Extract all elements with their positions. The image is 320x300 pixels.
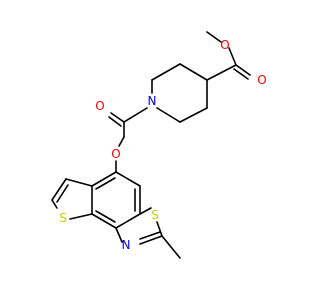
bond-amide-c-o-double-a <box>110 112 125 123</box>
bond-thz-n-c4 <box>115 227 123 243</box>
bond-thz-c3-s <box>139 207 152 215</box>
bond-benz-c3-c4 <box>115 213 141 229</box>
atom-s-thiophene: S <box>59 211 67 225</box>
atom-o-ether: O <box>111 147 120 161</box>
atom-o-amide-carbonyl: O <box>95 99 104 113</box>
bond-thio-cb-ca-inner <box>56 184 69 203</box>
bond-benz-c1-c2 <box>115 171 141 187</box>
bond-thio-s-c5 <box>69 213 93 220</box>
bond-thio-ca-s <box>51 199 58 209</box>
bond-benz-c4-c5 <box>91 213 117 229</box>
bond-n-amide-c <box>123 107 148 123</box>
bond-o-carbonyl-c <box>228 47 237 66</box>
bond-pip-c4-c3 <box>179 63 208 81</box>
bond-pip-c6-c5 <box>179 107 208 123</box>
molecule-structure-diagram: O O N O O S S N <box>51 31 267 259</box>
bond-benz-c4-c5-inner <box>95 210 116 223</box>
bond-thio-c6-cb <box>65 178 93 187</box>
bond-thz-c2-n-a <box>139 235 163 245</box>
bond-amide-c-o-double-b <box>108 116 122 127</box>
bond-benz-c6-c1-inner <box>95 177 116 190</box>
bond-ester-c-o-double-a <box>235 64 251 76</box>
atom-s-thiazole: S <box>151 208 159 222</box>
bond-pip-c3-c2 <box>151 63 181 81</box>
bond-layer <box>51 31 251 259</box>
atom-o-ester-carbonyl: O <box>257 73 266 87</box>
bond-thz-c2-n-b <box>139 231 161 240</box>
atom-o-methoxy: O <box>220 38 229 52</box>
bond-ester-c-o-double-b <box>233 68 249 80</box>
bond-thz-s-c2 <box>156 221 163 237</box>
atom-label-layer: O O N O O S S N <box>59 38 267 252</box>
bond-benz-c6-c1 <box>91 171 117 187</box>
bond-methyl-o <box>206 31 222 43</box>
atom-n-thiazole: N <box>122 238 131 252</box>
bond-thz-c2-methyl <box>161 235 181 259</box>
bond-ester-c-ring <box>206 64 237 81</box>
bond-ch2-o-ether <box>118 136 125 147</box>
bond-thio-cb-ca <box>51 178 67 201</box>
bond-pip-n-c6 <box>156 107 181 123</box>
atom-n-piperidine: N <box>148 94 157 108</box>
